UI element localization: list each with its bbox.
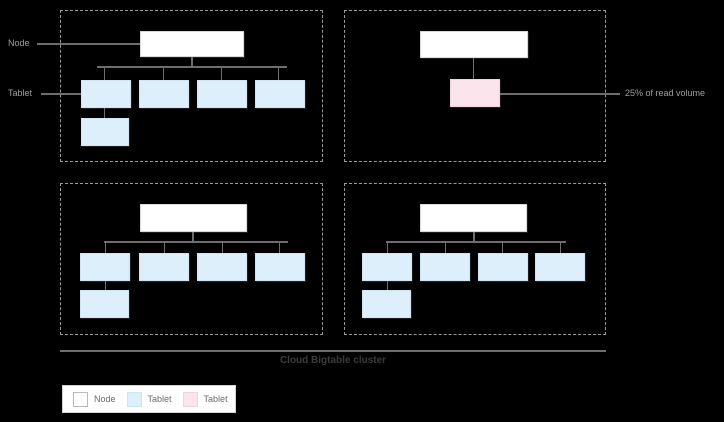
connector-tablet-drop-tl-3 xyxy=(221,66,222,80)
tablet-box-bl-1 xyxy=(80,253,130,281)
connector-tablet-sub-drop-tl xyxy=(104,108,105,119)
connector-tablet-sub-drop-br xyxy=(387,281,388,291)
quadrant-top-left xyxy=(60,10,323,162)
cluster-divider xyxy=(60,350,606,352)
legend-item-tablet: Tablet xyxy=(126,391,172,407)
node-label: Node xyxy=(8,38,30,48)
legend-label-node: Node xyxy=(94,393,116,404)
tablet-box-br-1 xyxy=(362,253,412,281)
connector-tablet-drop-br-3 xyxy=(502,241,503,254)
tablet-box-bl-3 xyxy=(197,253,247,281)
tablet-box-br-2 xyxy=(420,253,470,281)
node-box-bottom-right xyxy=(420,204,527,232)
tablet-label: Tablet xyxy=(8,88,33,98)
read-volume-leader-line xyxy=(500,93,620,95)
connector-tablet-drop-br-2 xyxy=(445,241,446,254)
quadrant-top-right xyxy=(344,10,606,162)
connector-node-drop-tl xyxy=(191,57,193,67)
tablet-box-bl-5 xyxy=(80,290,129,318)
legend-item-node: Node xyxy=(73,391,116,407)
legend-swatch-node-icon xyxy=(73,391,88,407)
tablet-box-bl-2 xyxy=(139,253,189,281)
legend-swatch-tablet-hot-icon xyxy=(182,391,198,407)
connector-bus-br xyxy=(386,241,566,243)
node-box-top-left xyxy=(140,31,244,57)
tablet-box-tl-2 xyxy=(139,80,189,108)
cluster-caption: Cloud Bigtable cluster xyxy=(279,355,387,366)
connector-tablet-sub-drop-bl xyxy=(105,281,106,291)
tablet-box-tl-5 xyxy=(81,118,129,146)
connector-node-drop-bl xyxy=(192,232,194,242)
connector-node-drop-tr xyxy=(473,58,474,80)
connector-tablet-drop-bl-2 xyxy=(164,241,165,254)
connector-bus-bl xyxy=(104,241,288,243)
node-box-bottom-left xyxy=(140,204,247,232)
connector-tablet-drop-bl-3 xyxy=(222,241,223,254)
connector-tablet-drop-bl-1 xyxy=(105,241,106,254)
connector-tablet-drop-tl-2 xyxy=(163,66,164,80)
tablet-leader-line xyxy=(41,93,81,95)
connector-tablet-drop-tl-1 xyxy=(104,66,105,80)
connector-tablet-drop-br-1 xyxy=(387,241,388,254)
legend-label-tablet: Tablet xyxy=(147,393,172,404)
connector-bus-tl xyxy=(97,66,287,68)
node-box-top-right xyxy=(420,31,528,58)
tablet-box-tl-1 xyxy=(81,80,131,108)
tablet-box-tl-4 xyxy=(255,80,305,108)
read-volume-label: 25% of read volume xyxy=(625,88,706,98)
connector-tablet-drop-tl-4 xyxy=(278,66,279,80)
node-leader-line xyxy=(37,43,140,45)
connector-tablet-drop-br-4 xyxy=(560,241,561,254)
quadrant-bottom-left xyxy=(60,183,323,335)
tablet-box-bl-4 xyxy=(255,253,305,281)
tablet-box-tl-3 xyxy=(197,80,247,108)
tablet-box-br-5 xyxy=(362,290,411,318)
quadrant-bottom-right xyxy=(344,183,606,335)
hot-tablet-box-tr xyxy=(450,79,500,107)
legend-swatch-tablet-icon xyxy=(126,391,142,407)
legend-label-tablet-hot: Tablet xyxy=(203,393,228,404)
legend-item-tablet-hot: Tablet xyxy=(182,391,228,407)
tablet-box-br-4 xyxy=(535,253,585,281)
legend: Node Tablet Tablet xyxy=(62,385,236,413)
tablet-box-br-3 xyxy=(478,253,528,281)
connector-tablet-drop-bl-4 xyxy=(279,241,280,254)
connector-node-drop-br xyxy=(473,232,475,242)
